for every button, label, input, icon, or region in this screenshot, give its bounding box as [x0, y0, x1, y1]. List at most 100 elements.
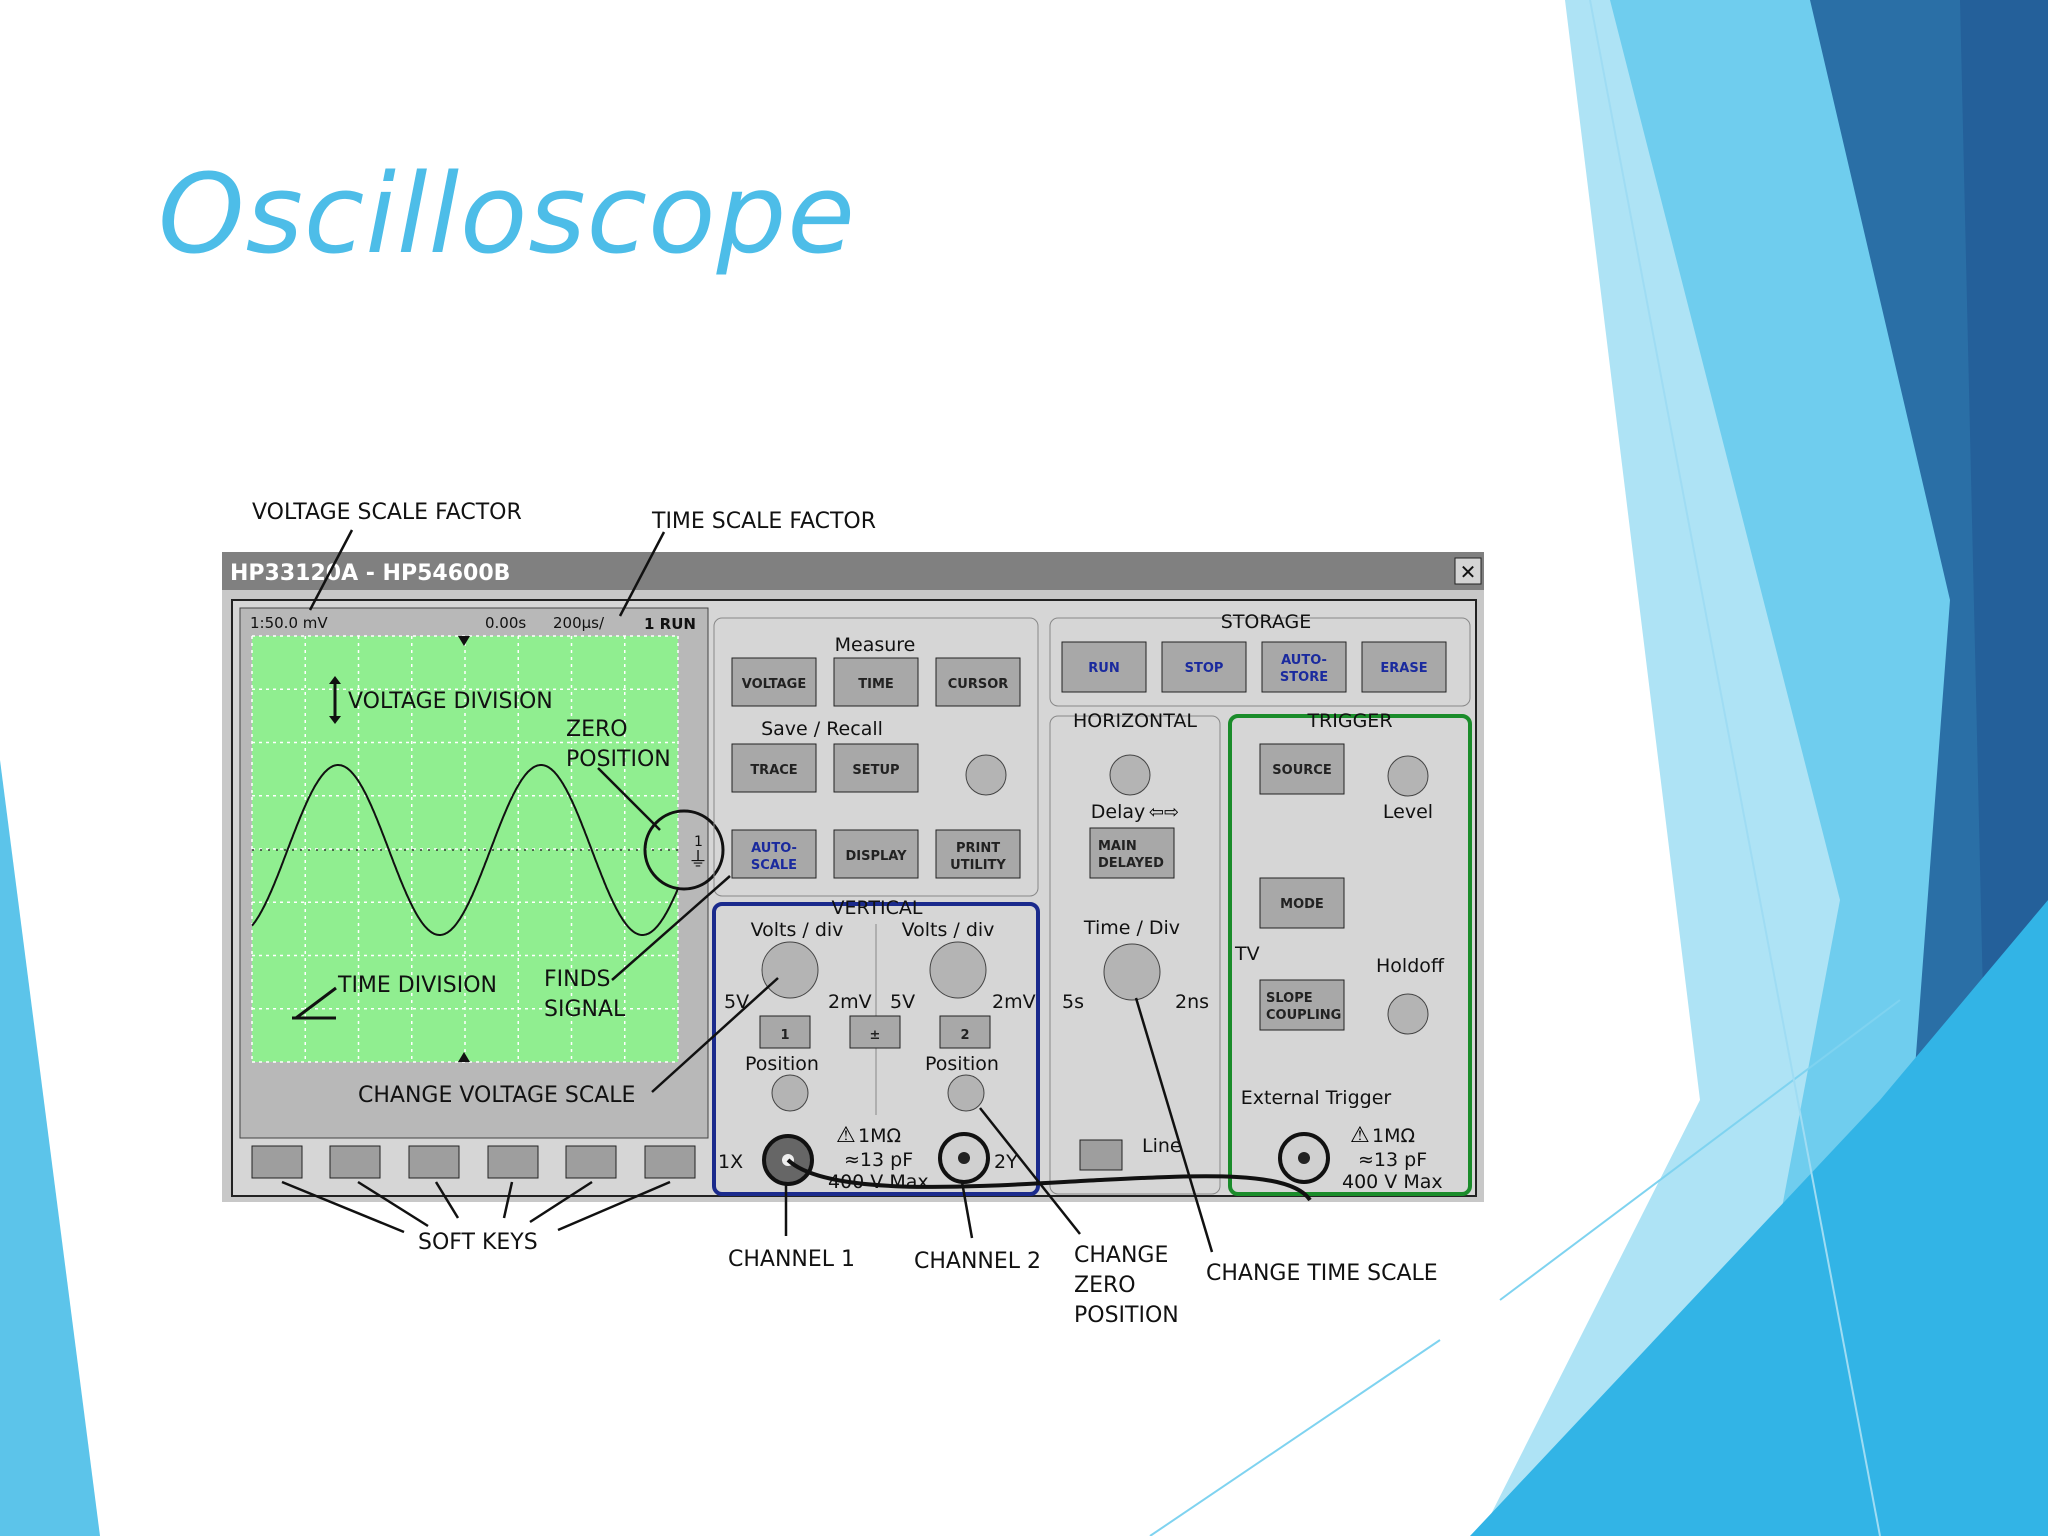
soft-key-2[interactable]	[329, 1145, 381, 1179]
svg-text:TRACE: TRACE	[750, 763, 797, 778]
time-division-label: TIME DIVISION	[337, 973, 497, 998]
ch2-position-knob[interactable]	[947, 1074, 985, 1112]
print-utility-button[interactable]: PRINT UTILITY	[935, 829, 1021, 879]
intensity-knob[interactable]	[965, 754, 1007, 796]
ground-icon: ⏚	[688, 847, 708, 871]
erase-button[interactable]: ERASE	[1361, 641, 1447, 693]
auto-scale-button[interactable]: AUTO-SCALE	[731, 829, 817, 879]
cursor-button[interactable]: CURSOR	[935, 657, 1021, 707]
soft-key-1[interactable]	[251, 1145, 303, 1179]
ext-warning-icon: ⚠	[1350, 1123, 1370, 1148]
time-scale-factor-label: TIME SCALE FACTOR	[651, 509, 876, 534]
svg-text:STOP: STOP	[1185, 661, 1224, 676]
time-division-arrow	[292, 986, 337, 1020]
deco-line	[1589, 0, 1881, 1536]
deco-line	[1149, 1339, 1441, 1536]
ch1-position-knob[interactable]	[771, 1074, 809, 1112]
ch1-position-label: Position	[745, 1053, 819, 1075]
line-trigger-button[interactable]	[1079, 1139, 1123, 1171]
holdoff-knob[interactable]	[1387, 993, 1429, 1035]
display-button[interactable]: DISPLAY	[833, 829, 919, 879]
change-time-scale-label: CHANGE TIME SCALE	[1206, 1261, 1438, 1286]
window-titlebar	[222, 552, 1484, 590]
setup-button[interactable]: SETUP	[833, 743, 919, 793]
run-button[interactable]: RUN	[1061, 641, 1147, 693]
ch2-max: 2mV	[992, 991, 1036, 1013]
svg-text:STORE: STORE	[1280, 670, 1328, 685]
mode-button[interactable]: MODE	[1259, 877, 1345, 929]
soft-key-6[interactable]	[644, 1145, 696, 1179]
time-div-knob[interactable]	[1103, 943, 1161, 1001]
ch-spec-2: ≈13 pF	[844, 1149, 913, 1171]
measure-title: Measure	[835, 634, 916, 656]
trigger-marker-top	[458, 636, 470, 646]
right-deco-bottom	[1470, 900, 2048, 1536]
time-div-label: Time / Div	[1083, 917, 1180, 939]
ch1-min: 5V	[724, 991, 749, 1013]
level-knob[interactable]	[1387, 755, 1429, 797]
svg-text:MODE: MODE	[1280, 897, 1324, 912]
time-button[interactable]: TIME	[833, 657, 919, 707]
voltage-button[interactable]: VOLTAGE	[731, 657, 817, 707]
zero-position-highlight	[643, 809, 725, 891]
ext-spec-1: 1MΩ	[1372, 1125, 1415, 1147]
voltage-scale-factor-label: VOLTAGE SCALE FACTOR	[252, 500, 522, 525]
svg-text:COUPLING: COUPLING	[1266, 1008, 1341, 1023]
save-recall-title: Save / Recall	[761, 718, 883, 740]
finds-signal-label-1: FINDS	[544, 967, 611, 992]
close-icon[interactable]: ✕	[1460, 560, 1477, 584]
deco-line	[1499, 999, 1901, 1301]
svg-text:PRINT: PRINT	[956, 841, 1000, 856]
change-zero-label-2: ZERO	[1074, 1273, 1136, 1298]
delay-readout: 0.00s	[485, 614, 526, 632]
invert-button[interactable]: ±	[849, 1015, 901, 1049]
ch1-button[interactable]: 1	[759, 1015, 811, 1049]
soft-key-3[interactable]	[408, 1145, 460, 1179]
ch2-min: 5V	[890, 991, 915, 1013]
stop-button[interactable]: STOP	[1161, 641, 1247, 693]
svg-text:±: ±	[870, 1028, 881, 1043]
ground-marker: 1	[694, 834, 703, 850]
channel-1-label: CHANNEL 1	[728, 1247, 855, 1272]
zero-position-label-2: POSITION	[566, 747, 671, 772]
trace-button[interactable]: TRACE	[731, 743, 817, 793]
change-zero-label-3: POSITION	[1074, 1303, 1179, 1328]
svg-text:2: 2	[960, 1028, 969, 1043]
ch2-button[interactable]: 2	[939, 1015, 991, 1049]
ch1-volts-div-knob[interactable]	[761, 941, 819, 999]
ext-spec-3: 400 V Max	[1342, 1171, 1443, 1193]
svg-text:SETUP: SETUP	[852, 763, 899, 778]
time-readout: 200µs/	[553, 614, 605, 632]
ext-connector-pin	[1298, 1152, 1310, 1164]
ch2-volts-div-knob[interactable]	[929, 941, 987, 999]
channel-2-label: CHANNEL 2	[914, 1249, 1041, 1274]
horizontal-section	[1049, 715, 1221, 1195]
window-close-button[interactable]	[1454, 557, 1482, 585]
annotation-leaders	[281, 529, 1214, 1253]
delay-knob[interactable]	[1109, 754, 1151, 796]
ch2-connector-label: 2Y	[994, 1151, 1018, 1173]
soft-key-5[interactable]	[565, 1145, 617, 1179]
svg-text:AUTO-: AUTO-	[1281, 653, 1327, 668]
ch1-volts-div-label: Volts / div	[751, 919, 844, 941]
soft-key-4[interactable]	[487, 1145, 539, 1179]
autostore-button[interactable]: AUTO- STORE	[1261, 641, 1347, 693]
vertical-section	[712, 902, 1040, 1196]
tv-label: TV	[1234, 943, 1260, 965]
source-button[interactable]: SOURCE	[1259, 743, 1345, 795]
voltage-division-label: VOLTAGE DIVISION	[348, 689, 553, 714]
trigger-title: TRIGGER	[1306, 710, 1392, 732]
time-div-max: 2ns	[1175, 991, 1209, 1013]
screen-grid	[251, 635, 679, 1063]
svg-text:RUN: RUN	[1088, 661, 1119, 676]
level-label: Level	[1383, 801, 1433, 823]
svg-text:DISPLAY: DISPLAY	[845, 849, 907, 864]
svg-text:UTILITY: UTILITY	[950, 858, 1006, 873]
line-label: Line	[1142, 1135, 1182, 1157]
change-zero-label-1: CHANGE	[1074, 1243, 1168, 1268]
sine-waveform	[251, 764, 679, 936]
scale-readout: 1:50.0 mV	[250, 614, 328, 632]
